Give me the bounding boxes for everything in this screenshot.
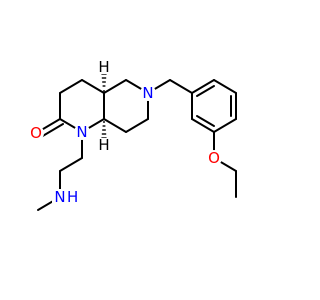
bond-c4a-c5 bbox=[103, 79, 127, 94]
molecule-diagram: O N N N H O H H bbox=[30, 58, 237, 211]
bond-ar5-ar6 bbox=[191, 118, 215, 133]
ether-oxygen-label: O bbox=[208, 149, 220, 167]
stereo-h-4a-label: H bbox=[98, 58, 109, 76]
ring-nitrogen-6-label: N bbox=[142, 84, 153, 102]
aromatic-inner-3 bbox=[196, 115, 215, 127]
carbonyl-oxygen-label: O bbox=[30, 124, 42, 142]
bond-ar1-ar2 bbox=[191, 79, 215, 94]
amine-nitrogen-label: N bbox=[54, 188, 65, 206]
amine-hydrogen-label: H bbox=[67, 188, 78, 206]
stereo-hash-4a bbox=[101, 73, 107, 92]
bond-ar2-ar3 bbox=[213, 79, 237, 94]
bond-c2-o-double-b bbox=[40, 123, 64, 138]
structure-canvas: O N N N H O H H bbox=[30, 58, 237, 211]
bond-ar4-ar5 bbox=[213, 118, 237, 133]
bond-c8-c8a bbox=[103, 118, 127, 133]
bond-ca-cb bbox=[59, 157, 83, 172]
bond-c7-c8 bbox=[125, 118, 149, 133]
bond-c4-c4a bbox=[81, 79, 105, 94]
bond-ch2-ar bbox=[169, 79, 193, 94]
ring-nitrogen-1-label: N bbox=[76, 123, 87, 141]
aromatic-inner-1 bbox=[196, 85, 215, 97]
bond-c3-c4 bbox=[59, 79, 83, 94]
stereo-h-8a-label: H bbox=[98, 136, 109, 154]
